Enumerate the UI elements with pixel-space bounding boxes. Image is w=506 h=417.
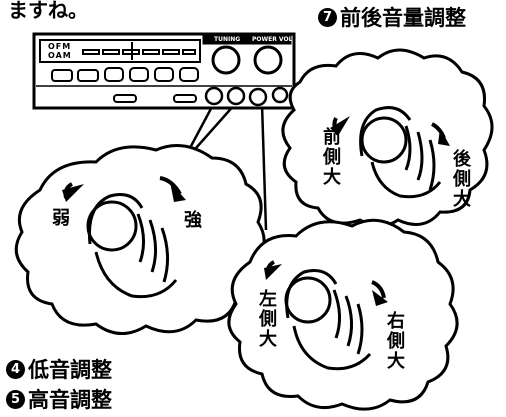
label-rear-louder: 後側大 [453,149,471,210]
bubble-fader [281,48,494,228]
car-stereo [32,32,296,110]
display-bottom-text: OAM [48,51,72,60]
label-front-louder: 前側大 [323,127,341,188]
callout-fader-text: 前後音量調整 [340,6,466,30]
knob-label-tuning: TUNING [214,36,241,43]
callout-number-5: 5 [6,389,25,409]
label-left-louder: 左側大 [259,289,277,350]
tone-knobs [204,86,289,107]
preset-buttons [51,67,199,82]
knob-label-volume: POWER VOL [252,36,293,43]
tuning-knob [211,45,241,75]
label-weak: 弱 [52,208,70,229]
bubble-tone [14,144,266,335]
callout-treble-text: 高音調整 [28,388,112,412]
callout-bass-text: 低音調整 [28,358,112,382]
volume-knob [253,45,283,75]
top-text-fragment: ますね。 [8,0,88,22]
callout-number-7: 7 [318,7,337,27]
label-right-louder: 右側大 [387,311,405,372]
callout-number-4: 4 [6,359,25,379]
display-top-text: OFM [48,42,72,51]
bubble-balance [227,218,459,411]
label-strong: 強 [184,210,202,231]
